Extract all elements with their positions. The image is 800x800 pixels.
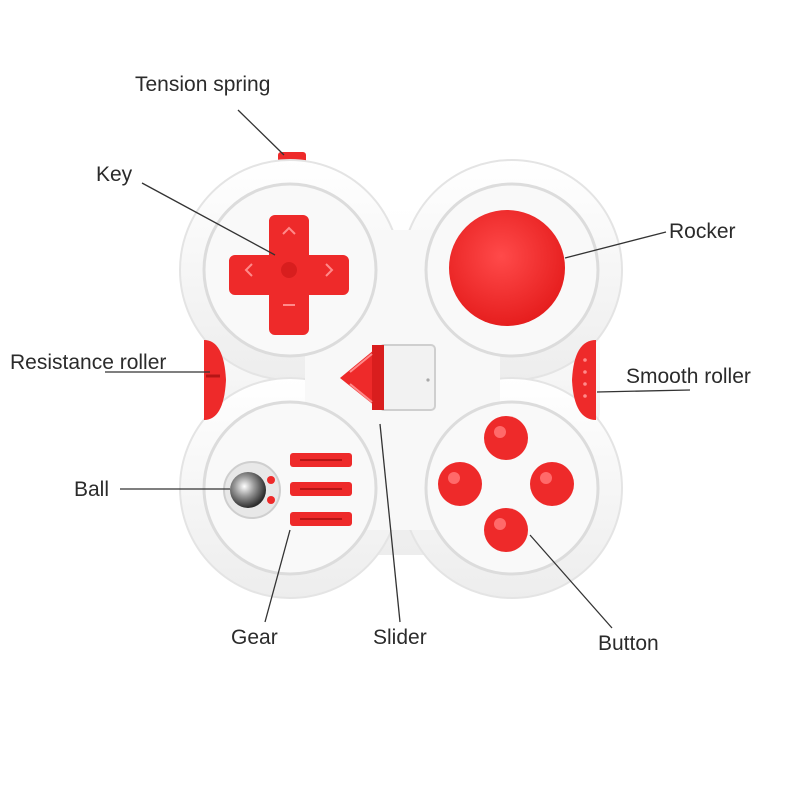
slider-part xyxy=(340,344,436,411)
label-gear: Gear xyxy=(231,626,278,649)
leader-button xyxy=(529,534,613,629)
rocker-part xyxy=(449,210,565,326)
label-tension-spring: Tension spring xyxy=(135,73,271,96)
label-button: Button xyxy=(598,632,659,655)
leader-slider xyxy=(379,423,401,623)
leader-key xyxy=(141,182,276,256)
label-resistance-roller: Resistance roller xyxy=(10,351,167,374)
resistance-roller-part xyxy=(204,340,226,420)
buttons-part xyxy=(438,416,574,552)
leader-lines xyxy=(105,109,691,629)
label-ball: Ball xyxy=(74,478,110,501)
leader-rocker xyxy=(564,231,667,259)
label-slider: Slider xyxy=(373,626,427,649)
ball-part xyxy=(223,461,281,519)
leader-smooth-roller xyxy=(596,389,691,393)
leader-gear xyxy=(264,529,291,623)
smooth-roller-part xyxy=(572,340,596,420)
leader-tension-spring xyxy=(237,109,285,156)
label-smooth-roller: Smooth roller xyxy=(626,365,751,388)
gear-part xyxy=(290,453,352,526)
label-key: Key xyxy=(96,163,133,186)
key-dpad-part xyxy=(229,215,349,335)
label-rocker: Rocker xyxy=(669,220,736,243)
